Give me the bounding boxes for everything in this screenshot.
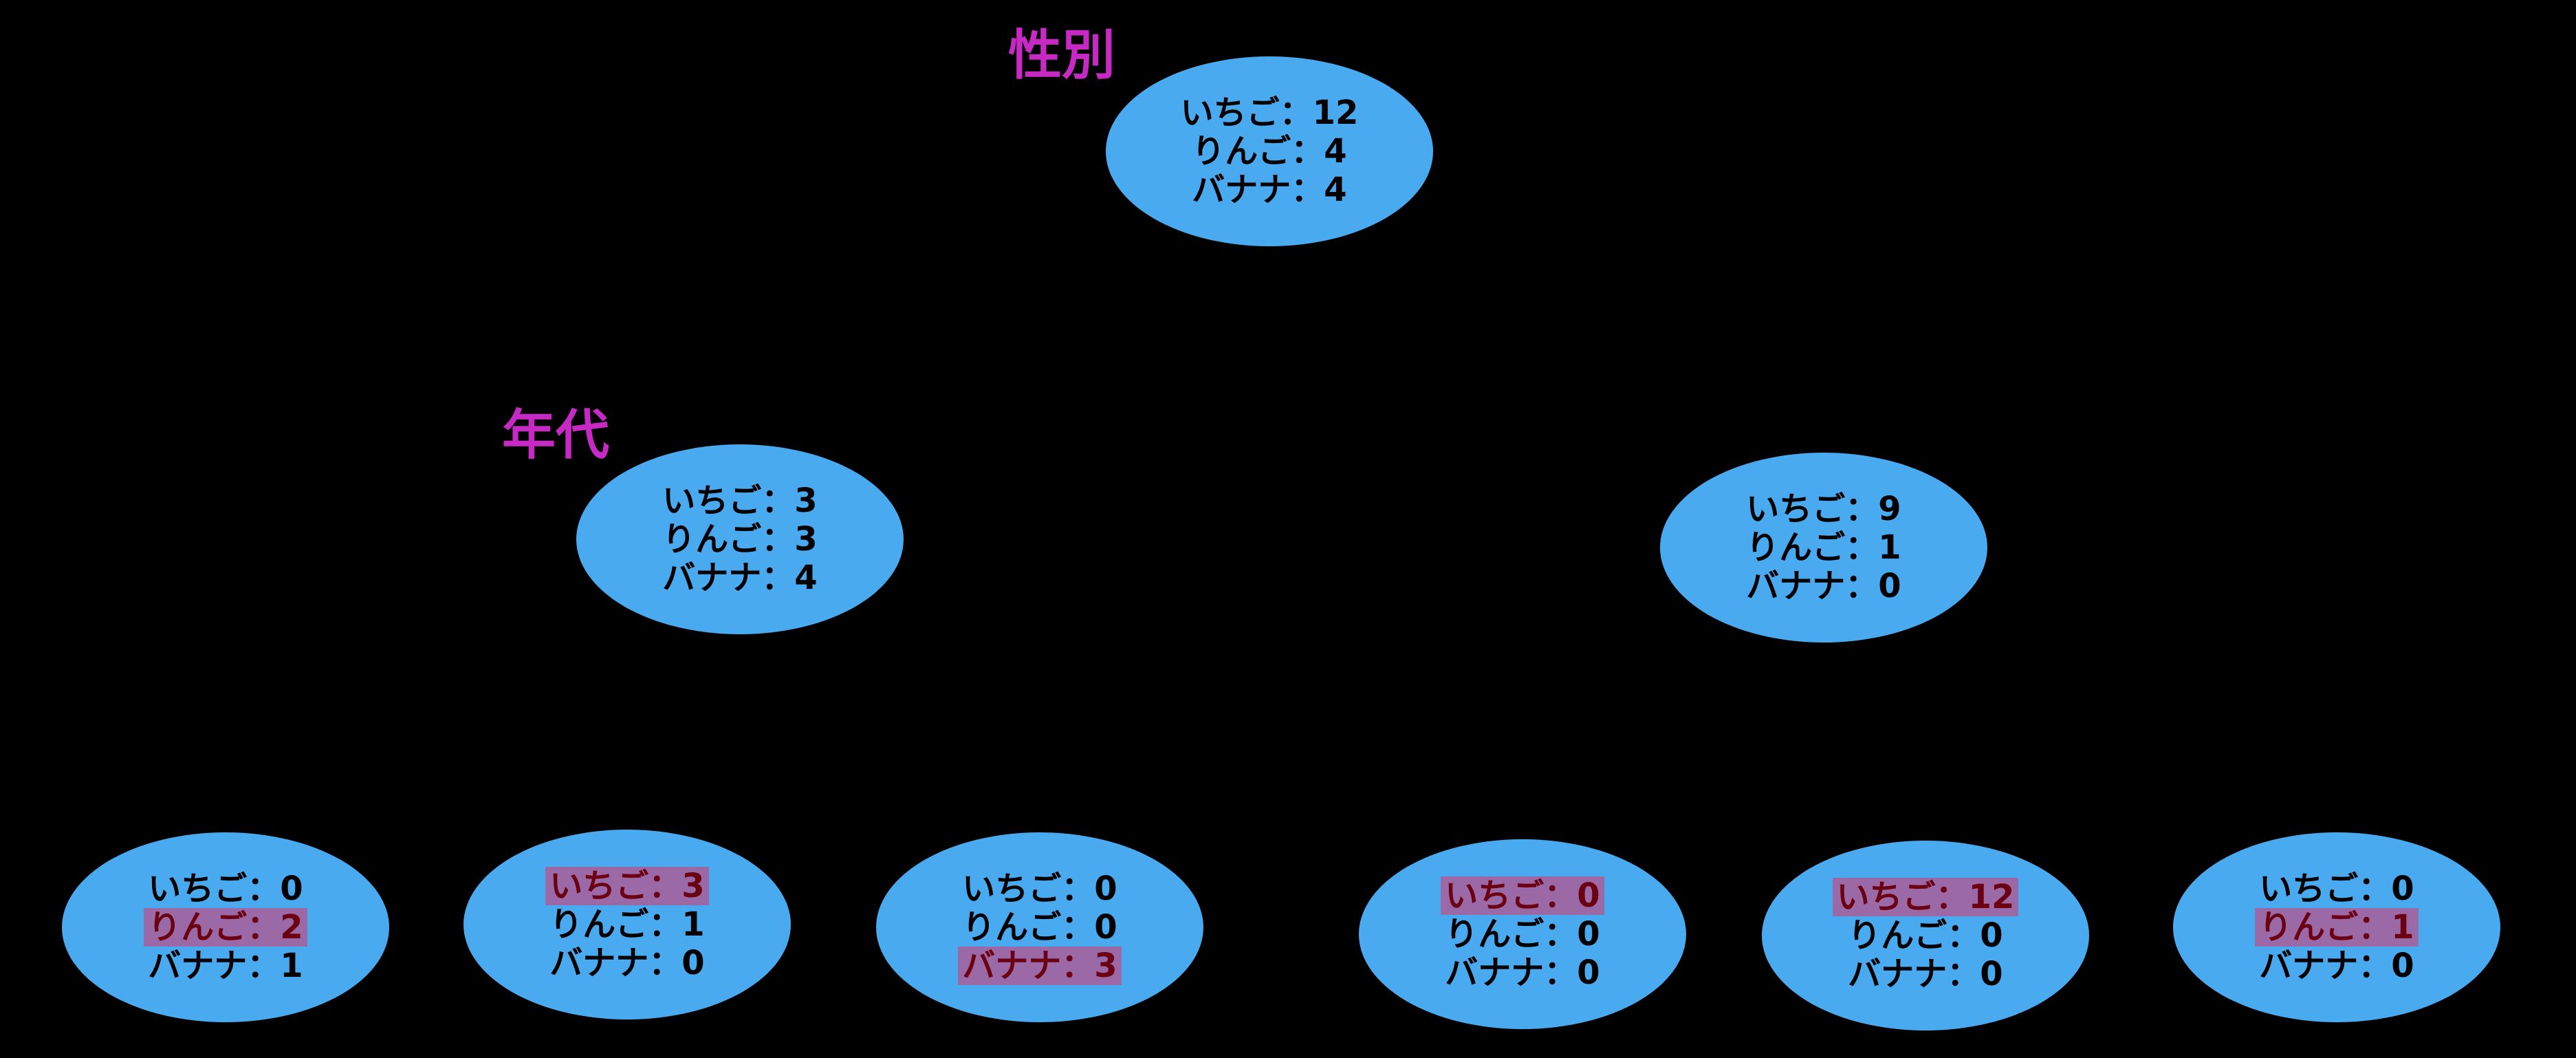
node-count-line: いちご：3 <box>662 482 818 520</box>
tree-node-leaf-3: いちご：0 りんご：0 バナナ：3 <box>876 832 1203 1022</box>
node-count-line: バナナ：0 <box>1848 955 2003 993</box>
node-count-line: いちご：9 <box>1746 490 1901 528</box>
node-count-line: バナナ：1 <box>148 947 303 985</box>
tree-node-leaf-6: いちご：0 りんご：1 バナナ：0 <box>2173 832 2500 1022</box>
node-count-line: いちご：0 <box>962 870 1117 908</box>
node-count-line-highlighted: いちご：3 <box>545 867 709 905</box>
node-count-line: りんご：1 <box>1746 528 1901 567</box>
node-count-line-highlighted: りんご：1 <box>2255 908 2419 947</box>
split-label-age: 年代 <box>502 404 610 466</box>
node-count-line: バナナ：4 <box>662 559 818 597</box>
tree-node-leaf-2: いちご：3 りんご：1 バナナ：0 <box>463 830 791 1019</box>
tree-node-mid-right: いちご：9 りんご：1 バナナ：0 <box>1660 453 1987 643</box>
tree-node-leaf-4: いちご：0 りんご：0 バナナ：0 <box>1359 839 1686 1029</box>
node-count-line: いちご：0 <box>148 870 303 908</box>
node-count-line: いちご：12 <box>1180 94 1359 132</box>
tree-node-leaf-1: いちご：0 りんご：2 バナナ：1 <box>62 832 389 1022</box>
node-count-line: りんご：4 <box>1192 132 1347 171</box>
node-count-line: りんご：3 <box>662 520 818 559</box>
node-count-line-highlighted: いちご：0 <box>1441 876 1604 915</box>
tree-node-root: いちご：12 りんご：4 バナナ：4 <box>1106 56 1433 246</box>
node-count-line-highlighted: バナナ：3 <box>958 947 1122 985</box>
node-count-line: いちご：0 <box>2259 870 2414 908</box>
node-count-line: バナナ：0 <box>549 944 705 982</box>
tree-node-leaf-5: いちご：12 りんご：0 バナナ：0 <box>1762 841 2089 1030</box>
node-count-line: りんご：1 <box>549 905 705 944</box>
split-label-gender: 性別 <box>1008 25 1116 87</box>
node-count-line-highlighted: いちご：12 <box>1832 878 2019 916</box>
node-count-line: バナナ：0 <box>1746 567 1901 605</box>
node-count-line: りんご：0 <box>1848 916 2003 955</box>
node-count-line-highlighted: りんご：2 <box>144 908 307 947</box>
node-count-line: りんご：0 <box>962 908 1117 947</box>
node-count-line: バナナ：0 <box>2259 947 2414 985</box>
node-count-line: バナナ：4 <box>1192 171 1347 209</box>
node-count-line: りんご：0 <box>1445 915 1600 953</box>
tree-node-mid-left: いちご：3 りんご：3 バナナ：4 <box>576 444 904 634</box>
node-count-line: バナナ：0 <box>1445 953 1600 992</box>
